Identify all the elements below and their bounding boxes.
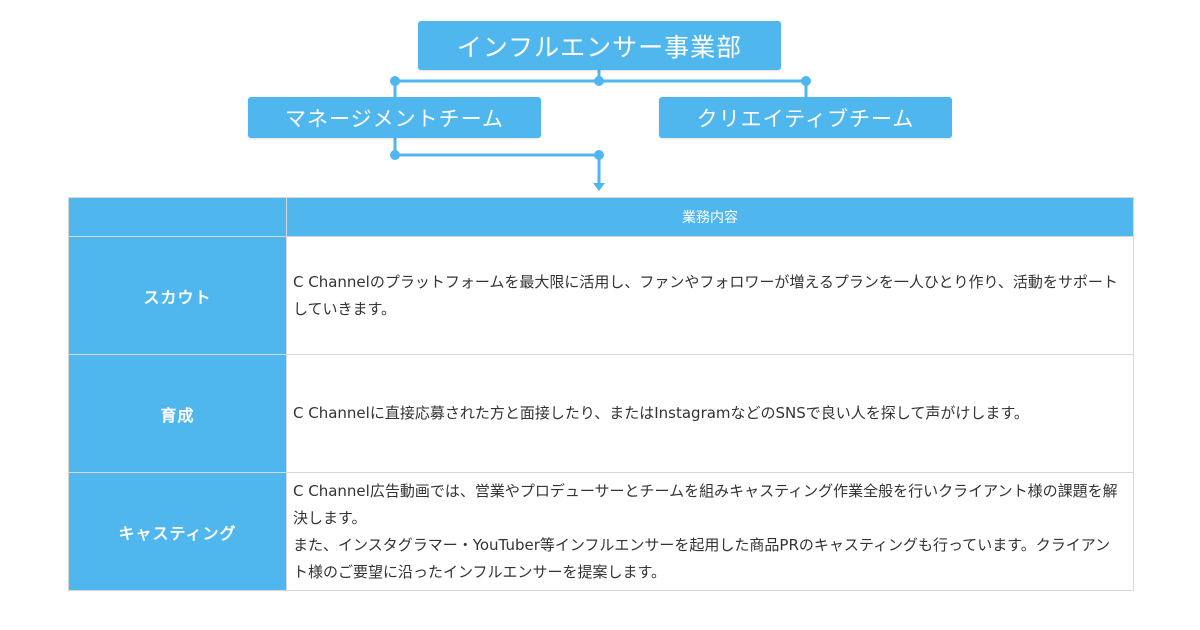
table-header-row: 業務内容 xyxy=(68,197,1134,237)
row-content-scout: C Channelのプラットフォームを最大限に活用し、ファンやフォロワーが増える… xyxy=(286,236,1134,355)
row-text: C Channel広告動画では、営業やプロデューサーとチームを組みキャスティング… xyxy=(293,481,1118,527)
row-label-training: 育成 xyxy=(68,354,287,473)
row-label-casting: キャスティング xyxy=(68,472,287,591)
org-connectors xyxy=(390,70,811,191)
creative-team-label: クリエイティブチーム xyxy=(696,106,915,131)
arrow-down-icon xyxy=(593,183,605,191)
connector-dot xyxy=(390,76,400,86)
connector-dot xyxy=(801,76,811,86)
row-content-training: C Channelに直接応募された方と面接したり、またはInstagramなどの… xyxy=(286,354,1134,473)
top-department-box: インフルエンサー事業部 xyxy=(418,21,781,70)
connector-dot xyxy=(594,150,604,160)
row-text: C Channelに直接応募された方と面接したり、またはInstagramなどの… xyxy=(293,404,1029,422)
connector-dot xyxy=(594,76,604,86)
management-team-box: マネージメントチーム xyxy=(248,97,541,138)
table-row: キャスティング C Channel広告動画では、営業やプロデューサーとチームを組… xyxy=(68,472,1134,591)
row-text: また、インスタグラマー・YouTuber等インフルエンサーを起用した商品PRのキ… xyxy=(293,535,1111,581)
row-text: C Channelのプラットフォームを最大限に活用し、ファンやフォロワーが増える… xyxy=(293,272,1118,318)
top-department-label: インフルエンサー事業部 xyxy=(456,32,743,62)
table-row: スカウト C Channelのプラットフォームを最大限に活用し、ファンやフォロワ… xyxy=(68,236,1134,355)
table-corner-cell xyxy=(68,197,287,237)
duties-table: 業務内容 スカウト C Channelのプラットフォームを最大限に活用し、ファン… xyxy=(68,197,1134,591)
table-header-duties: 業務内容 xyxy=(286,197,1134,237)
row-label-scout: スカウト xyxy=(68,236,287,355)
connector-dot xyxy=(390,150,400,160)
table-row: 育成 C Channelに直接応募された方と面接したり、またはInstagram… xyxy=(68,354,1134,473)
row-content-casting: C Channel広告動画では、営業やプロデューサーとチームを組みキャスティング… xyxy=(286,472,1134,591)
creative-team-box: クリエイティブチーム xyxy=(659,97,952,138)
management-team-label: マネージメントチーム xyxy=(285,106,504,131)
